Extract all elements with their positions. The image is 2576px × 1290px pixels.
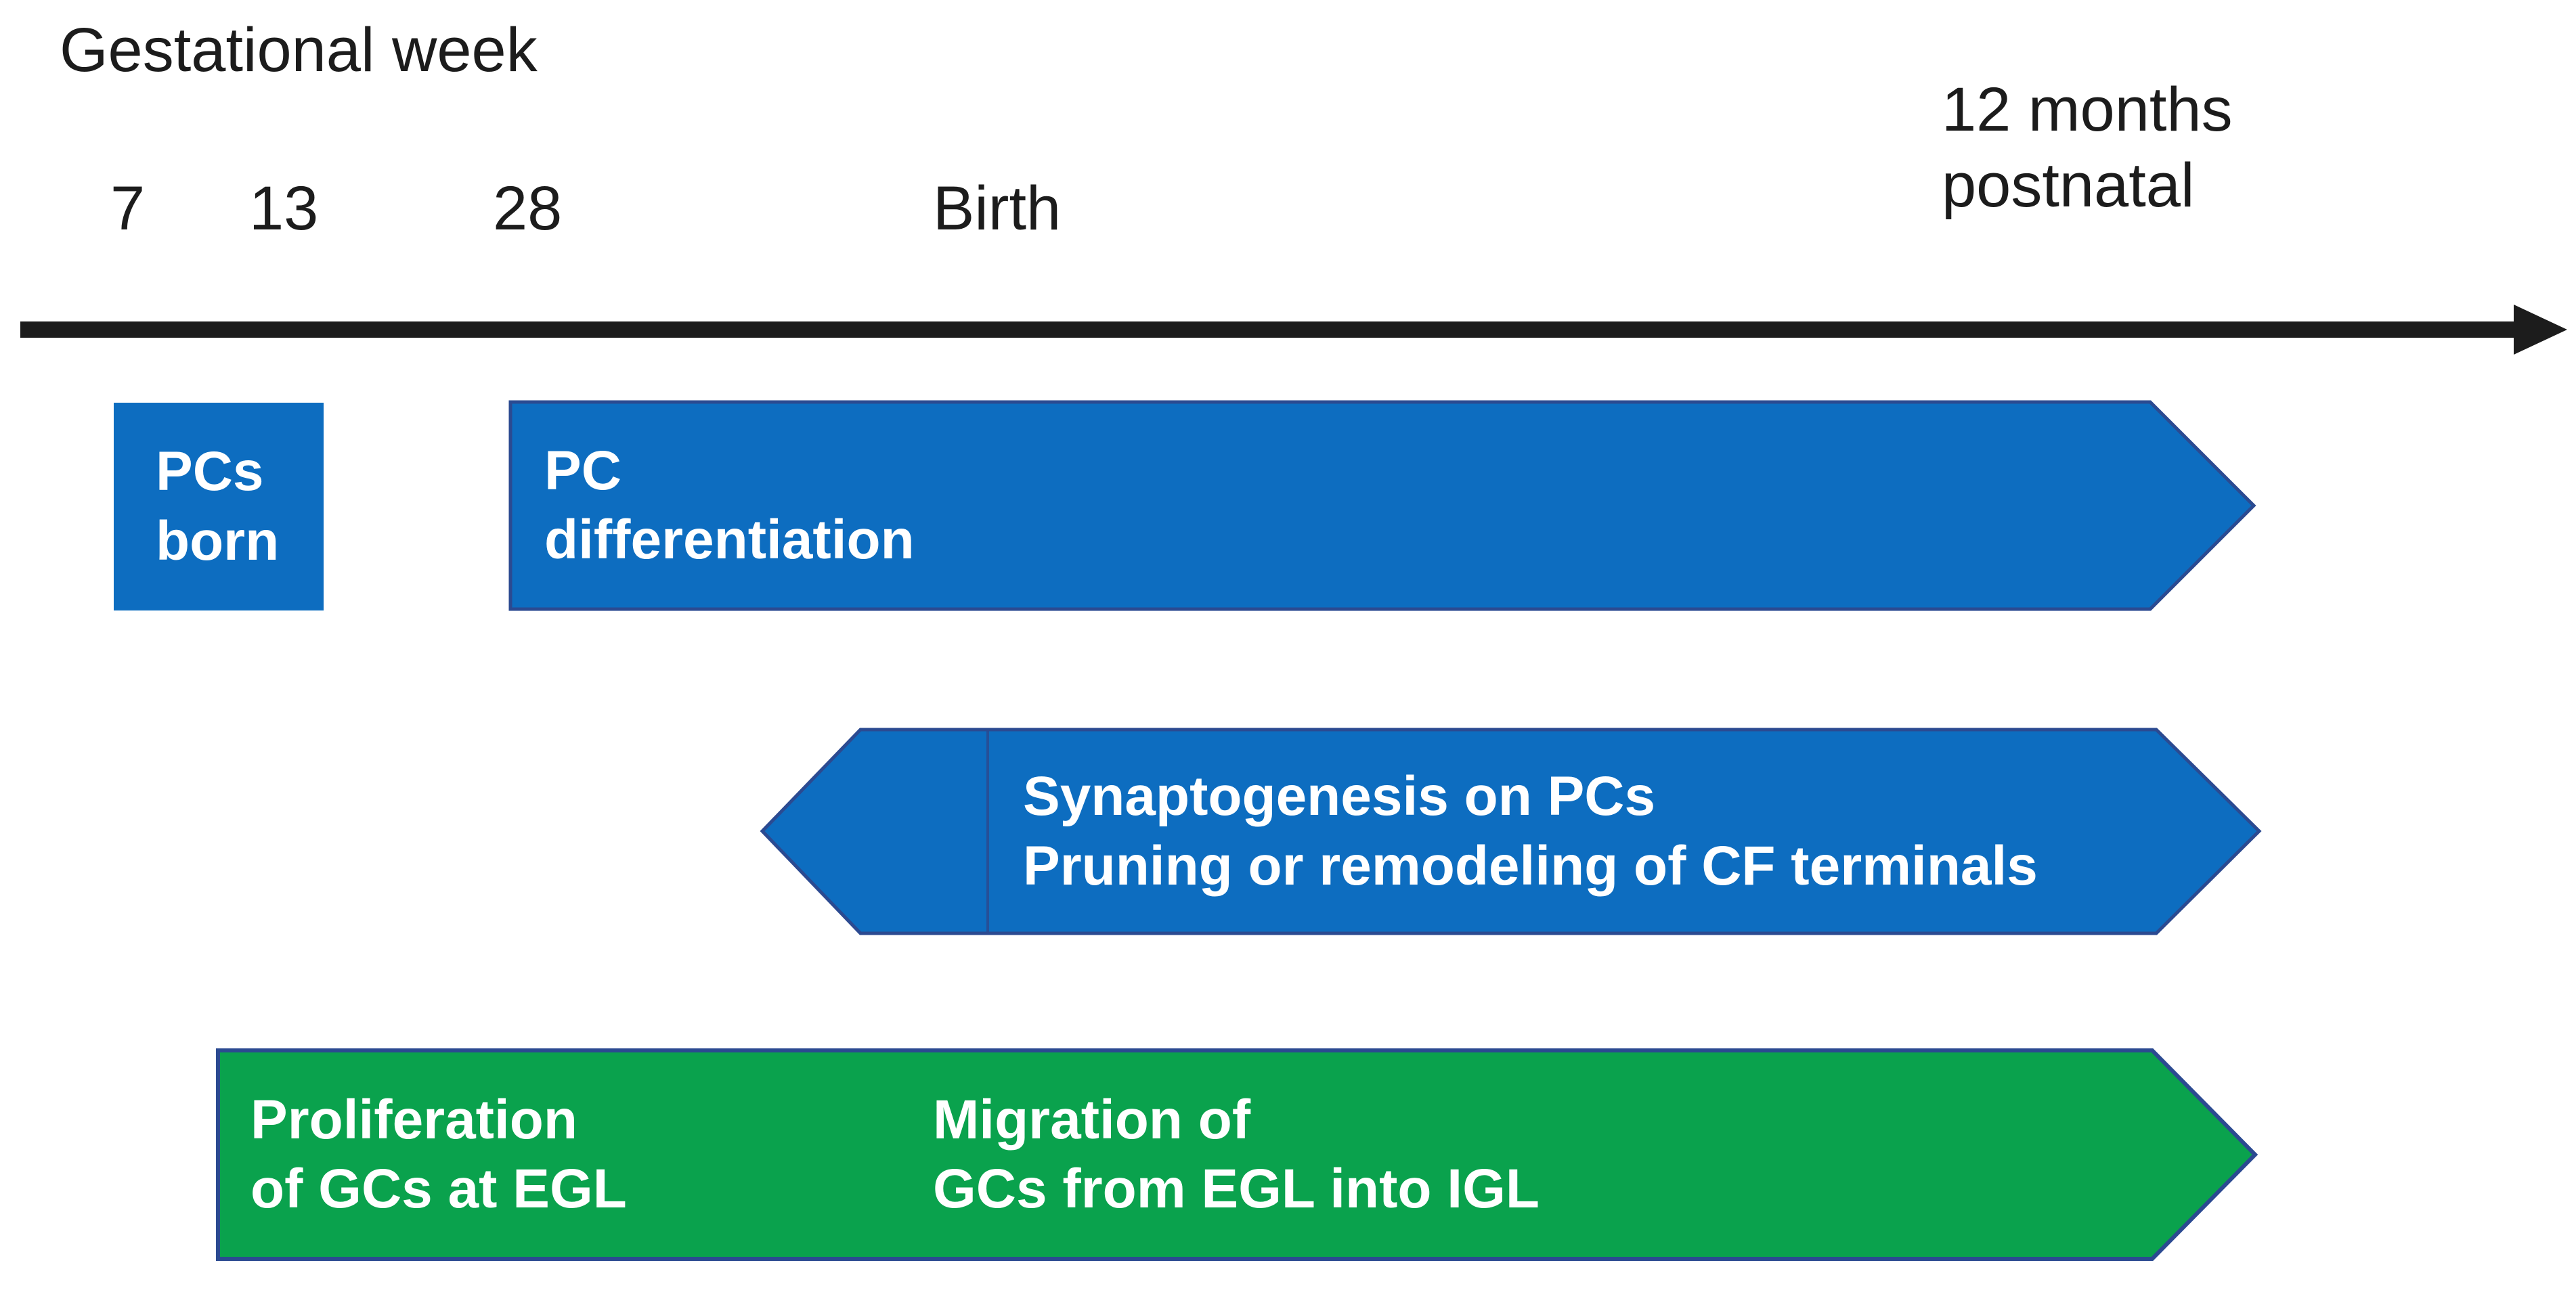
tick-12-months-postnatal: 12 months postnatal — [1942, 72, 2233, 223]
synaptogenesis-label-line2: Pruning or remodeling of CF terminals — [1023, 835, 2038, 897]
pc-differentiation-label: PC differentiation — [510, 402, 1661, 609]
gc-proliferation-label: Proliferation of GCs at EGL — [218, 1050, 922, 1259]
synaptogenesis-arrow — [760, 728, 2262, 935]
gc-proliferation-label-line2: of GCs at EGL — [250, 1158, 627, 1220]
tick-week-28: 28 — [493, 174, 563, 243]
synaptogenesis-label: Synaptogenesis on PCs Pruning or remodel… — [988, 730, 2274, 933]
pcs-born-label: PCs born — [114, 403, 324, 610]
gc-migration-label-line2: GCs from EGL into IGL — [933, 1158, 1540, 1220]
timeline-arrowhead-icon — [2514, 305, 2567, 355]
gc-migration-label: Migration of GCs from EGL into IGL — [933, 1050, 1948, 1259]
axis-title: Gestational week — [60, 16, 538, 85]
granule-cells-arrow — [216, 1048, 2258, 1261]
end-label-line1: 12 months — [1942, 75, 2233, 144]
tick-week-13: 13 — [249, 174, 319, 243]
gc-migration-label-line1: Migration of — [933, 1088, 1251, 1151]
tick-week-7: 7 — [110, 174, 146, 243]
pc-differentiation-label-line2: differentiation — [544, 509, 915, 571]
pc-differentiation-arrow — [508, 400, 2256, 611]
synaptogenesis-label-line1: Synaptogenesis on PCs — [1023, 765, 1656, 827]
tick-birth: Birth — [933, 174, 1062, 243]
pcs-born-label-line1: PCs — [156, 441, 264, 502]
gc-proliferation-label-line1: Proliferation — [250, 1088, 577, 1151]
pcs-born-label-line2: born — [156, 510, 280, 572]
pc-differentiation-label-line1: PC — [544, 439, 621, 502]
end-label-line2: postnatal — [1942, 151, 2195, 221]
pcs-born-box — [114, 403, 324, 610]
